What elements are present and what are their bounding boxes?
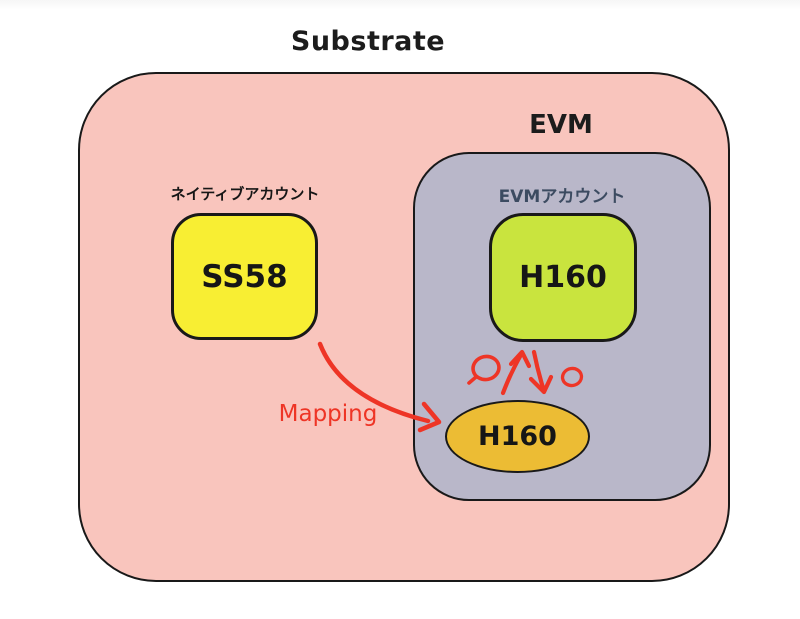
h160-ellipse-label: H160 xyxy=(478,421,557,452)
h160-box-label: H160 xyxy=(519,260,607,295)
page-title: Substrate xyxy=(290,26,446,57)
h160-box: H160 xyxy=(489,213,637,342)
native-account-label: ネイティブアカウント xyxy=(170,185,320,203)
top-haze xyxy=(0,0,800,10)
ss58-box: SS58 xyxy=(171,213,318,340)
evm-title: EVM xyxy=(529,110,593,140)
mapping-label: Mapping xyxy=(278,401,378,427)
h160-ellipse: H160 xyxy=(445,400,590,473)
evm-account-label: EVMアカウント xyxy=(498,187,626,207)
ss58-label: SS58 xyxy=(201,258,288,295)
